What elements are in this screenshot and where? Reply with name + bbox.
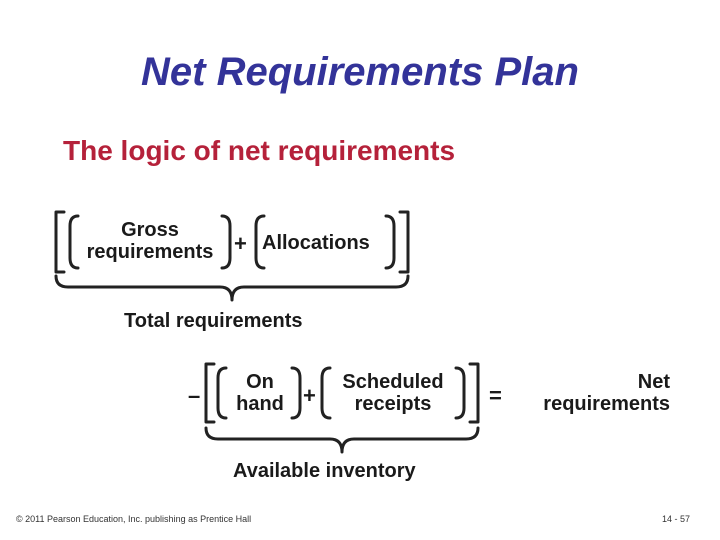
gross-requirements-label: Gross requirements: [70, 219, 230, 263]
paren-right-gross: [220, 214, 232, 270]
equals-operator: =: [489, 383, 502, 408]
net-line-1: Net: [637, 371, 670, 393]
net-line-2: requirements: [543, 393, 670, 415]
minus-operator: –: [188, 383, 201, 408]
outer-bracket-left-1: [54, 210, 66, 274]
scheduled-receipts-label: Scheduled receipts: [324, 371, 462, 415]
total-requirements-label: Total requirements: [124, 310, 303, 332]
outer-bracket-right-2: [468, 362, 480, 424]
plus-operator-1: +: [234, 231, 247, 256]
footer-page-number: 14 - 57: [661, 514, 690, 524]
paren-left-allocations: [254, 214, 266, 270]
outer-bracket-right-1: [398, 210, 410, 274]
outer-bracket-left-2: [204, 362, 216, 424]
paren-left-onhand: [216, 366, 228, 420]
available-inventory-label: Available inventory: [233, 460, 416, 482]
paren-right-allocations: [384, 214, 396, 270]
plus-operator-2: +: [303, 383, 316, 408]
scheduled-line-1: Scheduled: [342, 371, 444, 393]
paren-left-gross: [68, 214, 80, 270]
on-hand-line-2: hand: [236, 393, 284, 415]
gross-line-2: requirements: [86, 241, 214, 263]
slide-title: Net Requirements Plan: [141, 50, 579, 94]
gross-line-1: Gross: [121, 219, 179, 241]
slide-subtitle: The logic of net requirements: [63, 135, 456, 166]
underbrace-total: [54, 274, 410, 302]
allocations-label: Allocations: [262, 232, 370, 254]
footer-copyright: © 2011 Pearson Education, Inc. publishin…: [16, 514, 252, 524]
paren-right-scheduled: [454, 366, 466, 420]
paren-right-onhand: [290, 366, 302, 420]
underbrace-available: [204, 426, 480, 454]
scheduled-line-2: receipts: [354, 393, 432, 415]
on-hand-label: On hand: [220, 371, 300, 415]
net-requirements-label: Net requirements: [516, 371, 670, 415]
on-hand-line-1: On: [246, 371, 274, 393]
paren-left-scheduled: [320, 366, 332, 420]
